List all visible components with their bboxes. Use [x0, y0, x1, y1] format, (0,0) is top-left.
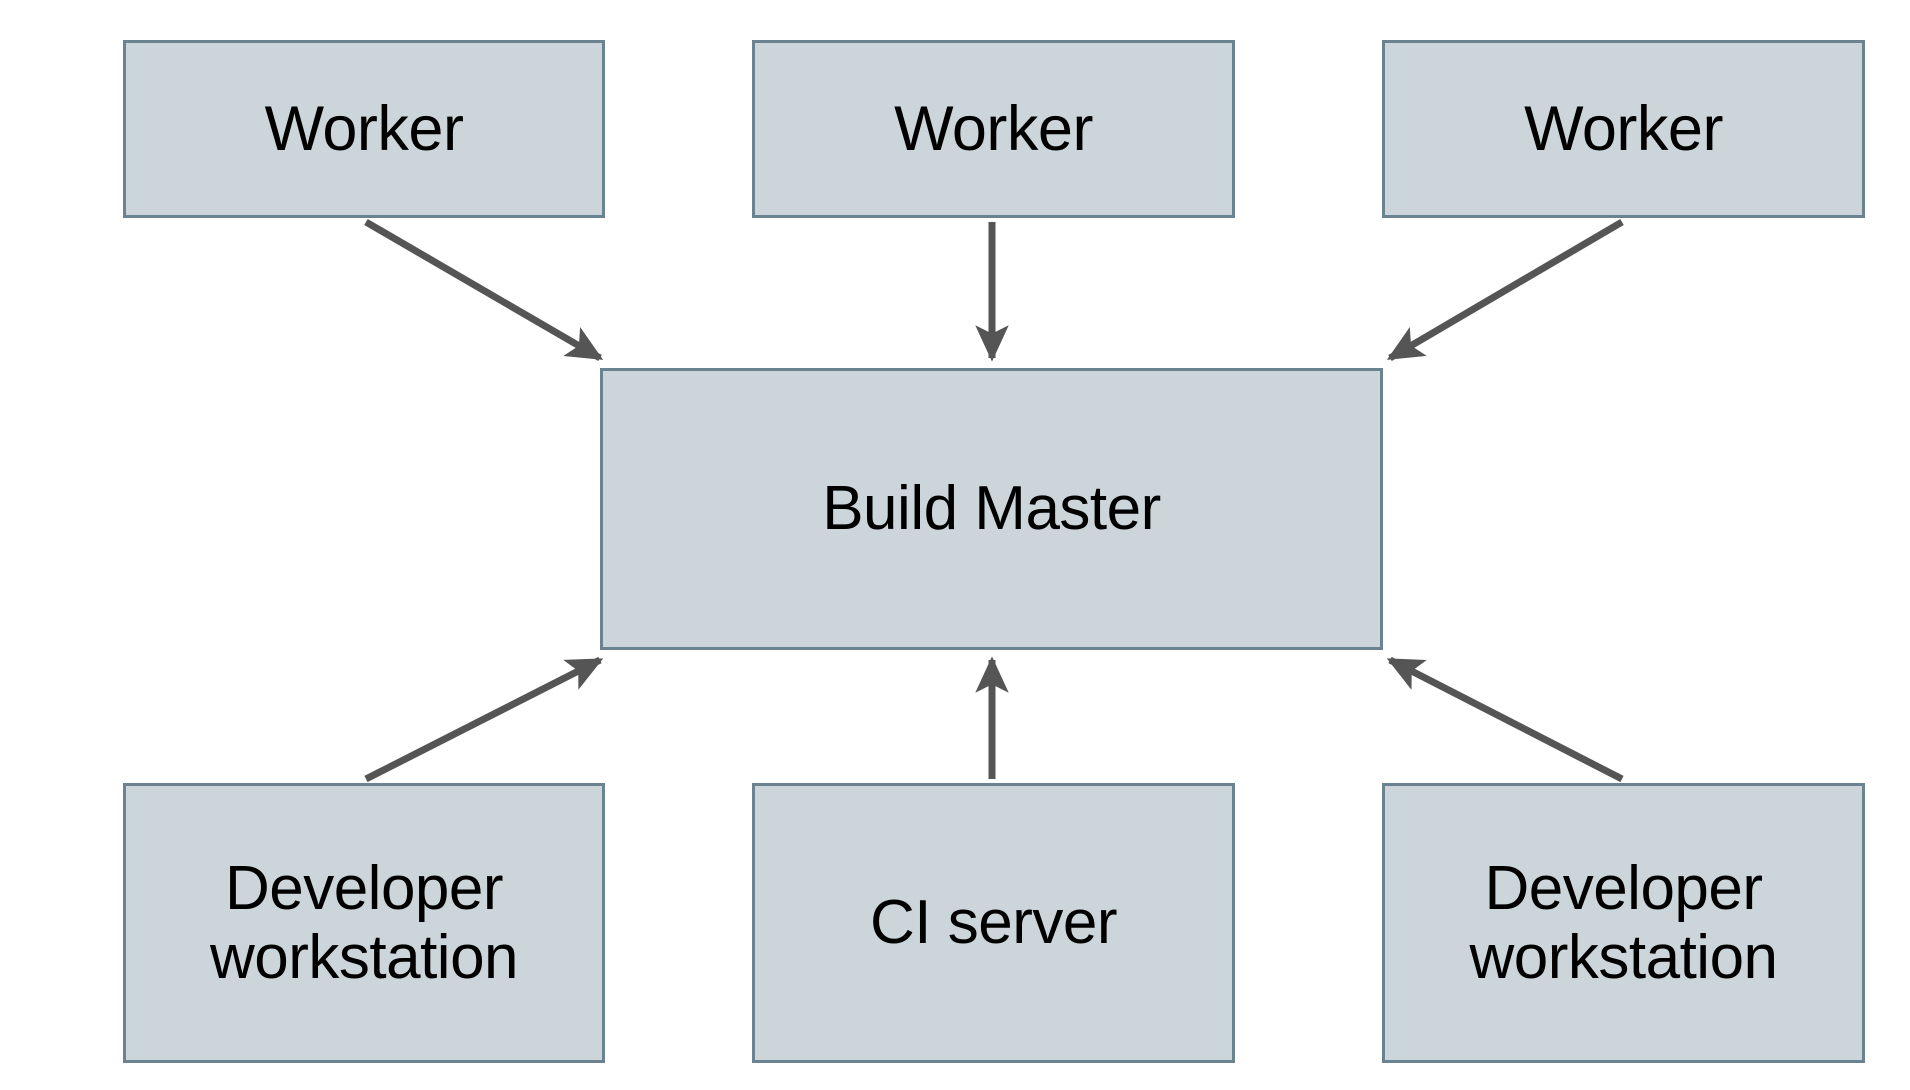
node-developer-workstation-left[interactable]: Developer workstation — [123, 783, 605, 1063]
node-worker-1[interactable]: Worker — [123, 40, 605, 218]
node-worker-3-label: Worker — [1524, 93, 1723, 164]
node-worker-1-label: Worker — [264, 93, 464, 164]
node-developer-workstation-right[interactable]: Developer workstation — [1382, 783, 1865, 1063]
node-worker-2-label: Worker — [894, 93, 1093, 164]
edge-worker-3-to-build-master — [1386, 218, 1624, 362]
node-developer-workstation-left-label: Developer workstation — [209, 853, 519, 992]
node-build-master[interactable]: Build Master — [600, 368, 1383, 650]
node-worker-3[interactable]: Worker — [1382, 40, 1865, 218]
edge-dev-ws-1-to-build-master — [364, 656, 604, 783]
node-developer-workstation-right-label: Developer workstation — [1469, 853, 1778, 992]
node-worker-2[interactable]: Worker — [752, 40, 1235, 218]
node-build-master-label: Build Master — [822, 474, 1161, 544]
node-ci-server[interactable]: CI server — [752, 783, 1235, 1063]
edge-dev-ws-2-to-build-master — [1386, 656, 1624, 783]
node-ci-server-label: CI server — [870, 888, 1117, 958]
edge-worker-1-to-build-master — [364, 218, 604, 362]
